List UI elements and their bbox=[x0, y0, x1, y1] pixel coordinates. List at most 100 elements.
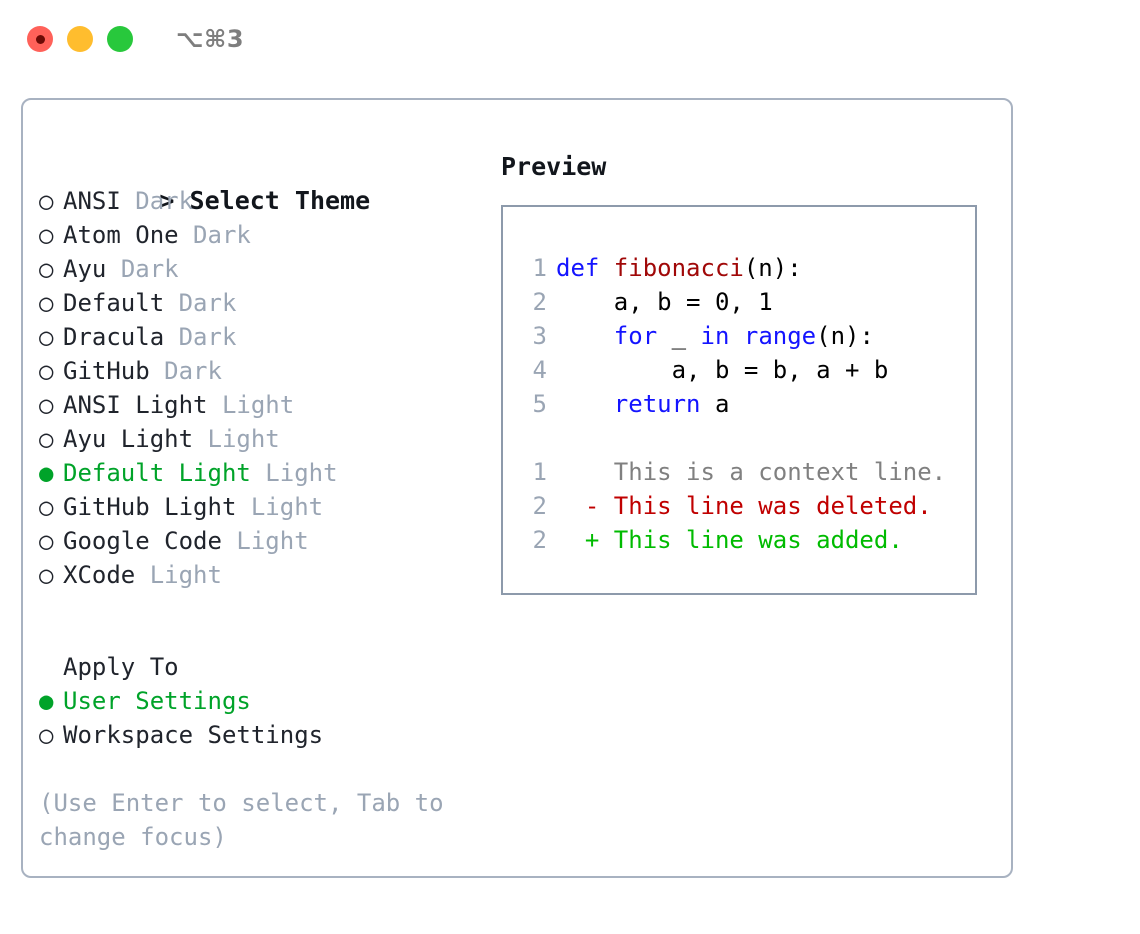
code-token bbox=[729, 322, 743, 350]
apply-to-heading: Apply To bbox=[63, 653, 179, 681]
theme-option-ansi-light[interactable]: ○ ANSI Light Light bbox=[39, 388, 489, 422]
diff-marker bbox=[556, 458, 614, 486]
code-token: a, b = b, a + b bbox=[556, 356, 889, 384]
close-button[interactable] bbox=[27, 26, 53, 52]
radio-selected-icon: ● bbox=[39, 687, 54, 715]
theme-option-label: ANSI Light bbox=[63, 391, 208, 419]
page-title: > Select Theme bbox=[39, 150, 489, 215]
code-token: fibonacci bbox=[613, 254, 744, 282]
diff-line: 1 This is a context line. bbox=[517, 455, 975, 489]
theme-option-ayu-light[interactable]: ○ Ayu Light Light bbox=[39, 422, 489, 456]
code-line: 2 a, b = 0, 1 bbox=[517, 285, 975, 319]
theme-option-default[interactable]: ○ Default Dark bbox=[39, 286, 489, 320]
radio-unselected-icon: ○ bbox=[39, 255, 54, 283]
code-diff-spacer bbox=[517, 421, 975, 455]
theme-option-label: ANSI bbox=[63, 187, 121, 215]
radio-unselected-icon: ○ bbox=[39, 221, 54, 249]
theme-option-label: Ayu bbox=[63, 255, 107, 283]
diff-line: 2 + This line was added. bbox=[517, 523, 975, 557]
line-number: 2 bbox=[532, 492, 547, 520]
line-number: 1 bbox=[532, 254, 547, 282]
diff-marker: - bbox=[556, 492, 614, 520]
radio-unselected-icon: ○ bbox=[39, 721, 54, 749]
apply-to-option-workspace-settings[interactable]: ○Workspace Settings bbox=[39, 718, 489, 752]
window-titlebar: ⌥⌘3 bbox=[0, 0, 1140, 78]
theme-option-atom-one[interactable]: ○ Atom One Dark bbox=[39, 218, 489, 252]
radio-unselected-icon: ○ bbox=[39, 561, 54, 589]
theme-option-tag: Dark bbox=[178, 289, 237, 317]
main-panel: > Select Theme ○ANSI Dark○Atom One Dark○… bbox=[21, 98, 1013, 878]
code-token: (n): bbox=[816, 322, 874, 350]
radio-unselected-icon: ○ bbox=[39, 289, 54, 317]
diff-text: This line was deleted. bbox=[613, 492, 932, 520]
code-token bbox=[556, 390, 614, 418]
theme-option-label: GitHub Light bbox=[63, 493, 237, 521]
theme-option-label: XCode bbox=[63, 561, 136, 589]
theme-option-tag: Dark bbox=[164, 357, 222, 385]
minimize-button[interactable] bbox=[67, 26, 93, 52]
line-number: 4 bbox=[532, 356, 547, 384]
theme-option-tag: Dark bbox=[193, 221, 251, 249]
theme-option-tag: Light bbox=[149, 561, 222, 589]
theme-option-ayu[interactable]: ○Ayu Dark bbox=[39, 252, 489, 286]
code-token bbox=[556, 322, 614, 350]
theme-option-label: GitHub bbox=[63, 357, 150, 385]
theme-option-label: Dracula bbox=[63, 323, 165, 351]
radio-unselected-icon: ○ bbox=[39, 493, 54, 521]
line-number: 3 bbox=[532, 322, 547, 350]
theme-option-label: Google Code bbox=[63, 527, 222, 555]
radio-unselected-icon: ○ bbox=[39, 187, 54, 215]
select-theme-label: Select Theme bbox=[189, 186, 371, 215]
theme-option-label: Default bbox=[63, 289, 165, 317]
theme-option-tag: Light bbox=[221, 391, 295, 419]
line-number: 5 bbox=[532, 390, 547, 418]
radio-unselected-icon: ○ bbox=[39, 425, 54, 453]
apply-to-option-label: User Settings bbox=[63, 687, 251, 715]
apply-to-option-list[interactable]: ● User Settings ○Workspace Settings bbox=[39, 684, 489, 752]
code-line: 4 a, b = b, a + b bbox=[517, 353, 975, 387]
code-line: 1 def fibonacci(n): bbox=[517, 251, 975, 285]
code-token: a bbox=[700, 390, 730, 418]
theme-option-label: Default Light bbox=[63, 459, 251, 487]
theme-option-tag: Dark bbox=[178, 323, 237, 351]
code-line: 5 return a bbox=[517, 387, 975, 421]
apply-to-option-user-settings[interactable]: ● User Settings bbox=[39, 684, 489, 718]
theme-option-dracula[interactable]: ○ Dracula Dark bbox=[39, 320, 489, 354]
theme-option-tag: Light bbox=[236, 527, 309, 555]
theme-option-xcode[interactable]: ○ XCode Light bbox=[39, 558, 489, 592]
code-token: (n): bbox=[743, 254, 802, 282]
radio-unselected-icon: ○ bbox=[39, 391, 54, 419]
theme-option-github-light[interactable]: ○GitHub Light Light bbox=[39, 490, 489, 524]
theme-option-list[interactable]: ○ ANSI Dark ○ Atom One Dark ○ Ayu Dark ○ Defaul… bbox=[39, 184, 489, 592]
theme-option-tag: Light bbox=[265, 459, 338, 487]
prompt-caret-icon: > bbox=[159, 186, 175, 215]
keyboard-shortcut-label: ⌥⌘3 bbox=[176, 25, 245, 53]
theme-option-default-light[interactable]: ● Default Light Light bbox=[39, 456, 489, 490]
theme-option-label: Ayu Light bbox=[63, 425, 194, 453]
radio-selected-icon: ● bbox=[39, 459, 54, 487]
radio-unselected-icon: ○ bbox=[39, 323, 54, 351]
code-token: in bbox=[700, 322, 730, 350]
theme-selection-column: > Select Theme ○ANSI Dark○Atom One Dark○… bbox=[39, 150, 489, 854]
diff-text: This line was added. bbox=[613, 526, 903, 554]
theme-option-tag: Light bbox=[207, 425, 280, 453]
maximize-button[interactable] bbox=[107, 26, 133, 52]
line-number: 1 bbox=[532, 458, 547, 486]
radio-unselected-icon: ○ bbox=[39, 357, 54, 385]
diff-line: 2 - This line was deleted. bbox=[517, 489, 975, 523]
theme-option-ansi[interactable]: ○ANSI Dark bbox=[39, 184, 489, 218]
theme-option-label: Atom One bbox=[63, 221, 179, 249]
traffic-lights bbox=[27, 26, 133, 52]
code-token: a, b = 0, 1 bbox=[556, 288, 773, 316]
line-number: 2 bbox=[532, 288, 547, 316]
diff-text: This is a context line. bbox=[613, 458, 947, 486]
theme-option-github[interactable]: ○ GitHub Dark bbox=[39, 354, 489, 388]
keyboard-hint-text: (Use Enter to select, Tab to change focu… bbox=[39, 789, 444, 851]
preview-title: Preview bbox=[501, 152, 607, 181]
code-token: def bbox=[556, 254, 614, 282]
theme-option-google-code[interactable]: ○Google Code Light bbox=[39, 524, 489, 558]
diff-sample: 1 This is a context line.2 - This line w… bbox=[517, 455, 975, 557]
